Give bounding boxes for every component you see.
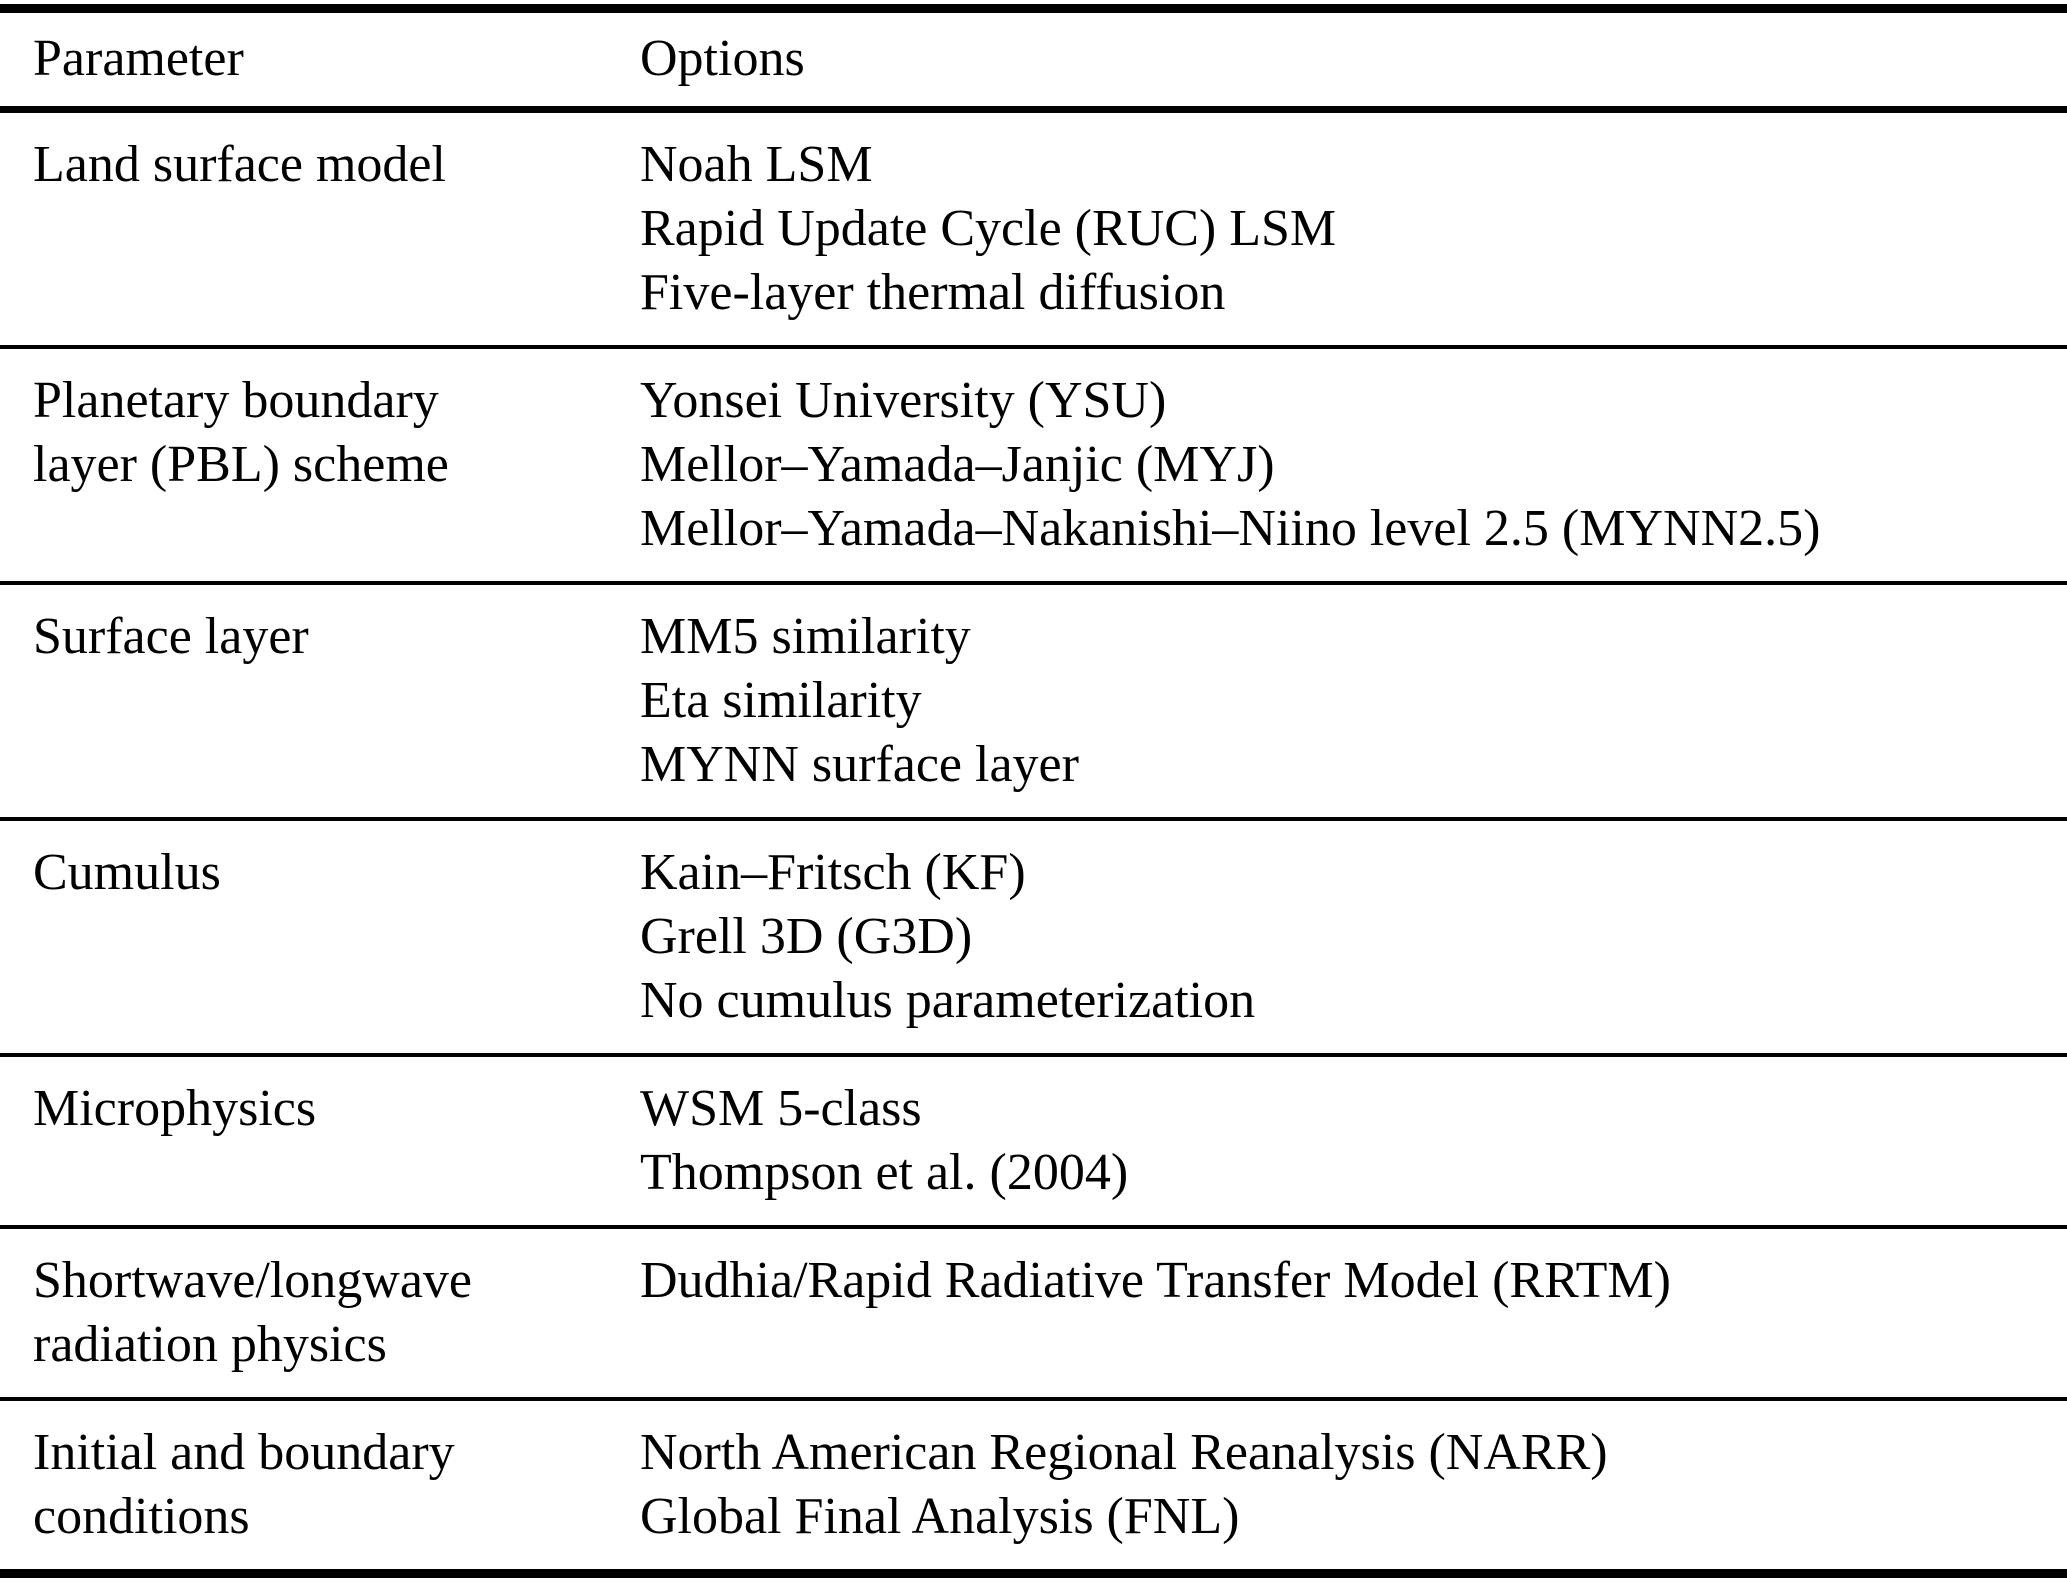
table-header-row: Parameter Options bbox=[0, 13, 2067, 113]
option-line: Thompson et al. (2004) bbox=[640, 1144, 1129, 1201]
parameter-line: Initial and boundary bbox=[33, 1424, 455, 1481]
parameter-cell: Land surface model bbox=[0, 133, 640, 325]
table-row-radiation-physics: Shortwave/longwave radiation physics Dud… bbox=[0, 1229, 2067, 1401]
options-cell: MM5 similarity Eta similarity MYNN surfa… bbox=[640, 605, 2067, 797]
options-cell: Kain–Fritsch (KF) Grell 3D (G3D) No cumu… bbox=[640, 841, 2067, 1033]
column-header-options: Options bbox=[640, 30, 805, 87]
parameter-cell: Cumulus bbox=[0, 841, 640, 1033]
parameter-line: Shortwave/longwave bbox=[33, 1252, 473, 1309]
option-line: Grell 3D (G3D) bbox=[640, 908, 973, 965]
parameter-line: Planetary boundary bbox=[33, 372, 439, 429]
parameter-cell: Planetary boundary layer (PBL) scheme bbox=[0, 369, 640, 561]
column-header-parameter: Parameter bbox=[33, 30, 244, 87]
parameter-line: Land surface model bbox=[33, 136, 446, 193]
table-row-microphysics: Microphysics WSM 5-class Thompson et al.… bbox=[0, 1057, 2067, 1229]
option-line: Five-layer thermal diffusion bbox=[640, 264, 1226, 321]
option-line: Eta similarity bbox=[640, 672, 922, 729]
options-cell: WSM 5-class Thompson et al. (2004) bbox=[640, 1077, 2067, 1205]
parameter-cell: Shortwave/longwave radiation physics bbox=[0, 1249, 640, 1377]
table-row-surface-layer: Surface layer MM5 similarity Eta similar… bbox=[0, 585, 2067, 821]
options-cell: Dudhia/Rapid Radiative Transfer Model (R… bbox=[640, 1249, 2067, 1377]
table-row-cumulus: Cumulus Kain–Fritsch (KF) Grell 3D (G3D)… bbox=[0, 821, 2067, 1057]
option-line: North American Regional Reanalysis (NARR… bbox=[640, 1424, 1608, 1481]
parameter-line: layer (PBL) scheme bbox=[33, 436, 449, 493]
options-cell: North American Regional Reanalysis (NARR… bbox=[640, 1421, 2067, 1549]
parameter-cell: Microphysics bbox=[0, 1077, 640, 1205]
option-line: MM5 similarity bbox=[640, 608, 971, 665]
option-line: Mellor–Yamada–Nakanishi–Niino level 2.5 … bbox=[640, 500, 1821, 557]
parameter-cell: Surface layer bbox=[0, 605, 640, 797]
table-row-land-surface-model: Land surface model Noah LSM Rapid Update… bbox=[0, 113, 2067, 349]
option-line: MYNN surface layer bbox=[640, 736, 1079, 793]
table-row-initial-boundary-conditions: Initial and boundary conditions North Am… bbox=[0, 1401, 2067, 1578]
parameter-line: radiation physics bbox=[33, 1316, 387, 1373]
parameter-line: conditions bbox=[33, 1488, 250, 1545]
option-line: WSM 5-class bbox=[640, 1080, 922, 1137]
option-line: Rapid Update Cycle (RUC) LSM bbox=[640, 200, 1337, 257]
parameter-cell: Initial and boundary conditions bbox=[0, 1421, 640, 1549]
parameter-line: Microphysics bbox=[33, 1080, 317, 1137]
parameter-options-table: Parameter Options Land surface model Noa… bbox=[0, 4, 2067, 1578]
parameter-line: Cumulus bbox=[33, 844, 221, 901]
option-line: Noah LSM bbox=[640, 136, 873, 193]
option-line: Yonsei University (YSU) bbox=[640, 372, 1167, 429]
option-line: Dudhia/Rapid Radiative Transfer Model (R… bbox=[640, 1252, 1671, 1309]
option-line: Mellor–Yamada–Janjic (MYJ) bbox=[640, 436, 1275, 493]
parameter-line: Surface layer bbox=[33, 608, 309, 665]
options-cell: Noah LSM Rapid Update Cycle (RUC) LSM Fi… bbox=[640, 133, 2067, 325]
options-cell: Yonsei University (YSU) Mellor–Yamada–Ja… bbox=[640, 369, 2067, 561]
option-line: Kain–Fritsch (KF) bbox=[640, 844, 1026, 901]
option-line: No cumulus parameterization bbox=[640, 972, 1256, 1029]
table-row-pbl-scheme: Planetary boundary layer (PBL) scheme Yo… bbox=[0, 349, 2067, 585]
option-line: Global Final Analysis (FNL) bbox=[640, 1488, 1240, 1545]
